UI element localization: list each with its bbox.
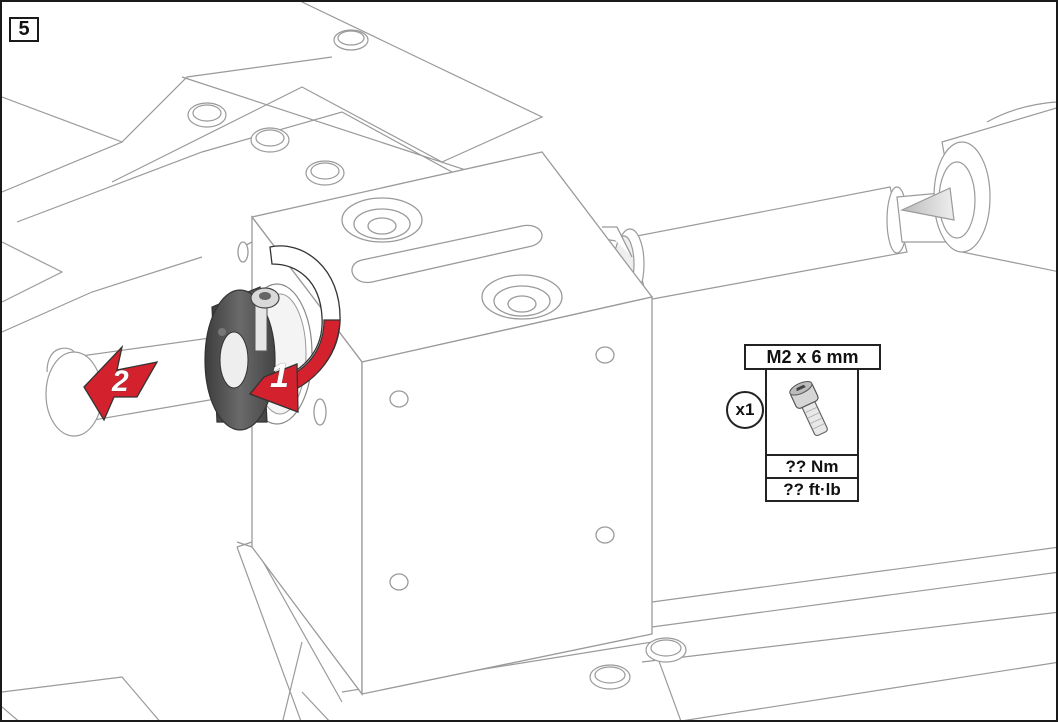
quantity-badge: x1 (726, 391, 764, 429)
torque-ftlb-label: ?? ft·lb (765, 477, 859, 502)
rotate-arrow-label: 1 (270, 357, 289, 395)
screw-size-label: M2 x 6 mm (744, 344, 881, 370)
clamp-collar (204, 283, 313, 431)
plate-holes (187, 29, 687, 690)
cap-screw-icon (789, 380, 828, 437)
torque-nm-label: ?? Nm (765, 454, 859, 479)
pull-arrow (83, 344, 159, 422)
rotate-arrow (248, 245, 341, 413)
pull-arrow-label: 2 (112, 365, 129, 398)
carriage-block (236, 151, 654, 696)
step-number: 5 (9, 17, 39, 42)
guide-rod (613, 101, 1056, 301)
